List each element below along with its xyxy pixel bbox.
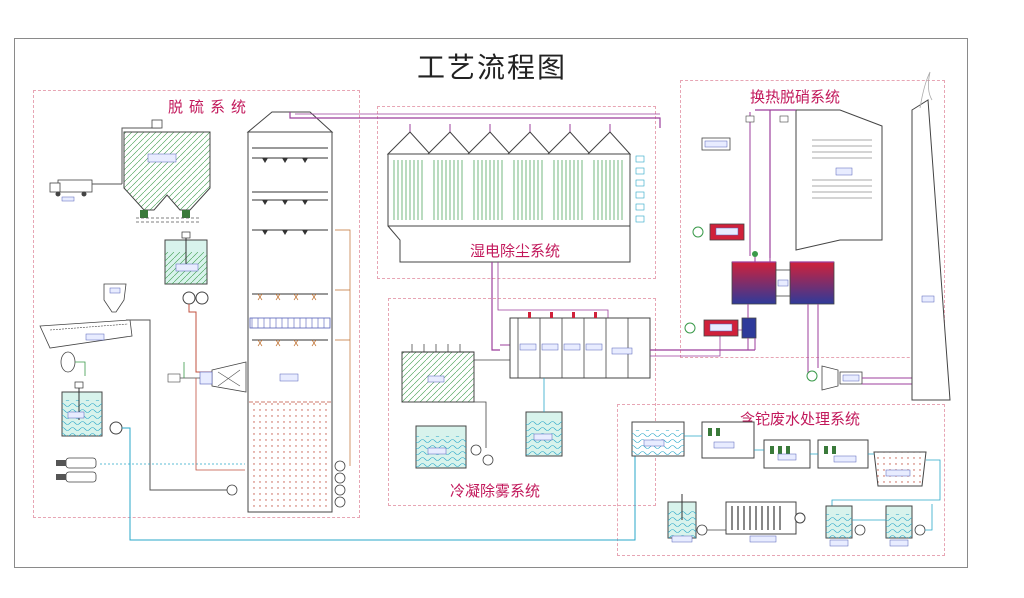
flocculation-tank bbox=[817, 439, 869, 469]
reaction-tank-1 bbox=[701, 421, 755, 459]
circulation-pumps bbox=[334, 460, 346, 508]
flue-gas-inlet-damper bbox=[199, 361, 247, 393]
hydrocyclone bbox=[103, 283, 127, 313]
lime-silo bbox=[123, 119, 211, 218]
wet-esp-unit bbox=[386, 124, 645, 263]
oxidation-blower-icon bbox=[56, 457, 97, 483]
cooling-tower bbox=[401, 344, 475, 403]
clarifier bbox=[873, 451, 927, 487]
wastewater-title: 含铊废水处理系统 bbox=[740, 410, 861, 428]
lime-truck-icon bbox=[49, 179, 93, 202]
wastewater-box bbox=[617, 404, 945, 556]
heat-denitration-box bbox=[680, 80, 945, 358]
vacuum-belt-filter bbox=[39, 319, 133, 349]
demister-water-tank bbox=[525, 411, 563, 457]
condensate-tank bbox=[415, 425, 467, 469]
sludge-tank bbox=[667, 494, 697, 543]
condensation-box bbox=[388, 298, 656, 506]
wastewater-collection-tank bbox=[631, 421, 685, 457]
desulfurization-title: 脱硫系统 bbox=[168, 98, 253, 116]
drawing-frame bbox=[14, 38, 968, 568]
desulfurization-box bbox=[33, 90, 360, 518]
reheater bbox=[684, 317, 757, 339]
reaction-tank-2 bbox=[763, 439, 811, 469]
heat-denitration-title: 换热脱硝系统 bbox=[750, 88, 841, 106]
clear-water-tank-2 bbox=[885, 505, 913, 547]
filtrate-tank bbox=[61, 381, 103, 437]
clear-water-tank-1 bbox=[825, 505, 853, 547]
condensation-title: 冷凝除雾系统 bbox=[450, 482, 541, 500]
denitration-reactor bbox=[795, 109, 883, 251]
gas-gas-heater bbox=[731, 256, 835, 305]
wet-esp-title: 湿电除尘系统 bbox=[470, 242, 561, 260]
absorption-tower bbox=[246, 111, 334, 513]
lime-slurry-tank bbox=[164, 231, 208, 285]
wet-esp-box bbox=[377, 106, 656, 279]
page-title: 工艺流程图 bbox=[416, 51, 567, 84]
chimney bbox=[911, 71, 951, 401]
filter-press bbox=[725, 501, 806, 543]
hot-air-burner bbox=[692, 223, 745, 241]
induced-draft-fan bbox=[806, 365, 863, 391]
condenser-bank bbox=[509, 312, 651, 379]
